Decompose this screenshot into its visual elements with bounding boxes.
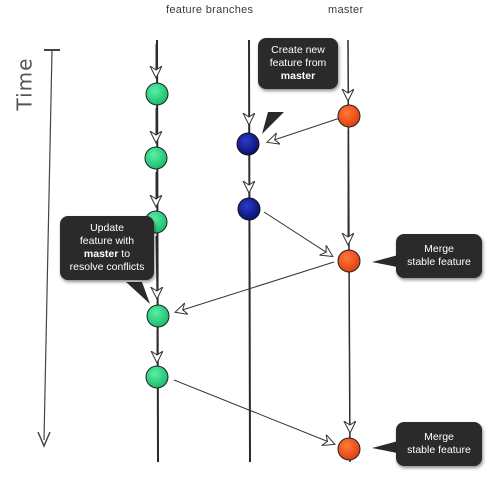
merge-arrows: [173, 117, 341, 444]
callout-merge-stable-1: Merge stable feature: [396, 234, 482, 278]
lane-label-feature-branches: feature branches: [166, 4, 254, 16]
callout-merge-stable-2: Merge stable feature: [396, 422, 482, 466]
callout-merge1-line2: stable feature: [407, 256, 471, 268]
callout-tails: [126, 112, 402, 454]
callout-update-strong: master: [83, 248, 119, 260]
commit-master-3: [337, 437, 361, 461]
master-arrows: [348, 44, 350, 432]
commit-master-1: [337, 104, 361, 128]
commit-feature-a-5: [145, 365, 169, 389]
callout-create-line2: feature from: [269, 57, 327, 69]
callout-update-line2: feature with: [79, 235, 135, 247]
feature-a-arrows: [156, 44, 157, 362]
callout-create-line1: Create new: [271, 44, 325, 56]
feature-a-line: [156, 39, 159, 463]
commit-feature-a-2: [144, 146, 168, 170]
commit-feature-b-1: [236, 132, 260, 156]
merge-b-into-master-arrow: [263, 211, 332, 256]
lane-label-master: master: [328, 4, 364, 16]
update-feature-from-master-arrow: [176, 261, 335, 312]
merge-a-into-master-arrow: [173, 379, 334, 444]
commit-feature-b-2: [237, 197, 261, 221]
callout-update-line3: to: [121, 248, 131, 260]
time-axis: [37, 49, 60, 448]
callout-update-line4: resolve conflicts: [69, 261, 145, 273]
commit-feature-a-4: [146, 304, 170, 328]
callout-create-feature: Create new feature from master: [258, 38, 338, 89]
callout-merge1-line1: Merge: [424, 243, 454, 255]
callout-merge2-line2: stable feature: [407, 444, 471, 456]
create-branch-arrow: [268, 117, 341, 142]
time-axis-label: Time: [12, 57, 37, 111]
callout-update-feature: Update feature with master to resolve co…: [60, 216, 154, 280]
callout-create-strong: master: [280, 70, 316, 82]
callout-update-line1: Update: [90, 222, 124, 234]
callout-merge2-line1: Merge: [424, 431, 454, 443]
commit-master-2: [337, 249, 361, 273]
commit-feature-a-1: [145, 82, 169, 106]
